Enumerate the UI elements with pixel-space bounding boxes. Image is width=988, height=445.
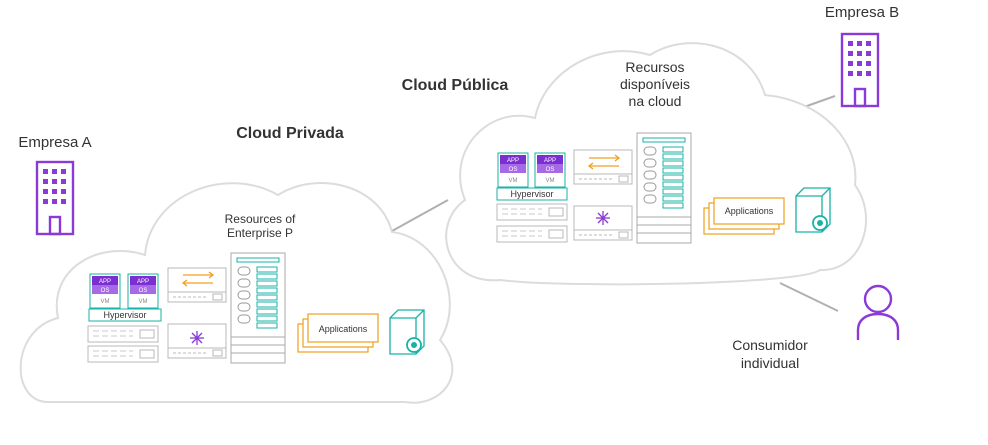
private-applications-label: Applications	[319, 324, 368, 334]
private-cloud-title: Cloud Privada	[236, 125, 344, 142]
public-resources-label: Recursos disponíveis na cloud	[619, 59, 691, 109]
consumer-person-icon	[856, 284, 900, 340]
private-cloud-equipment: Applications	[87, 252, 425, 364]
private-resources-label: Resources of Enterprise P	[224, 212, 296, 240]
empresa-a-building-icon	[35, 160, 75, 236]
empresa-b-building-icon	[840, 32, 880, 108]
public-cloud-equipment: Applications	[496, 132, 831, 244]
private-hypervisor-label: Hypervisor	[103, 310, 146, 320]
public-applications-label: Applications	[725, 206, 774, 216]
consumer-label: Consumidor individual	[732, 337, 808, 371]
empresa-a-label: Empresa A	[18, 134, 92, 151]
public-hypervisor-label: Hypervisor	[510, 189, 553, 199]
public-cloud-title: Cloud Pública	[401, 77, 509, 94]
empresa-b-label: Empresa B	[824, 4, 900, 21]
